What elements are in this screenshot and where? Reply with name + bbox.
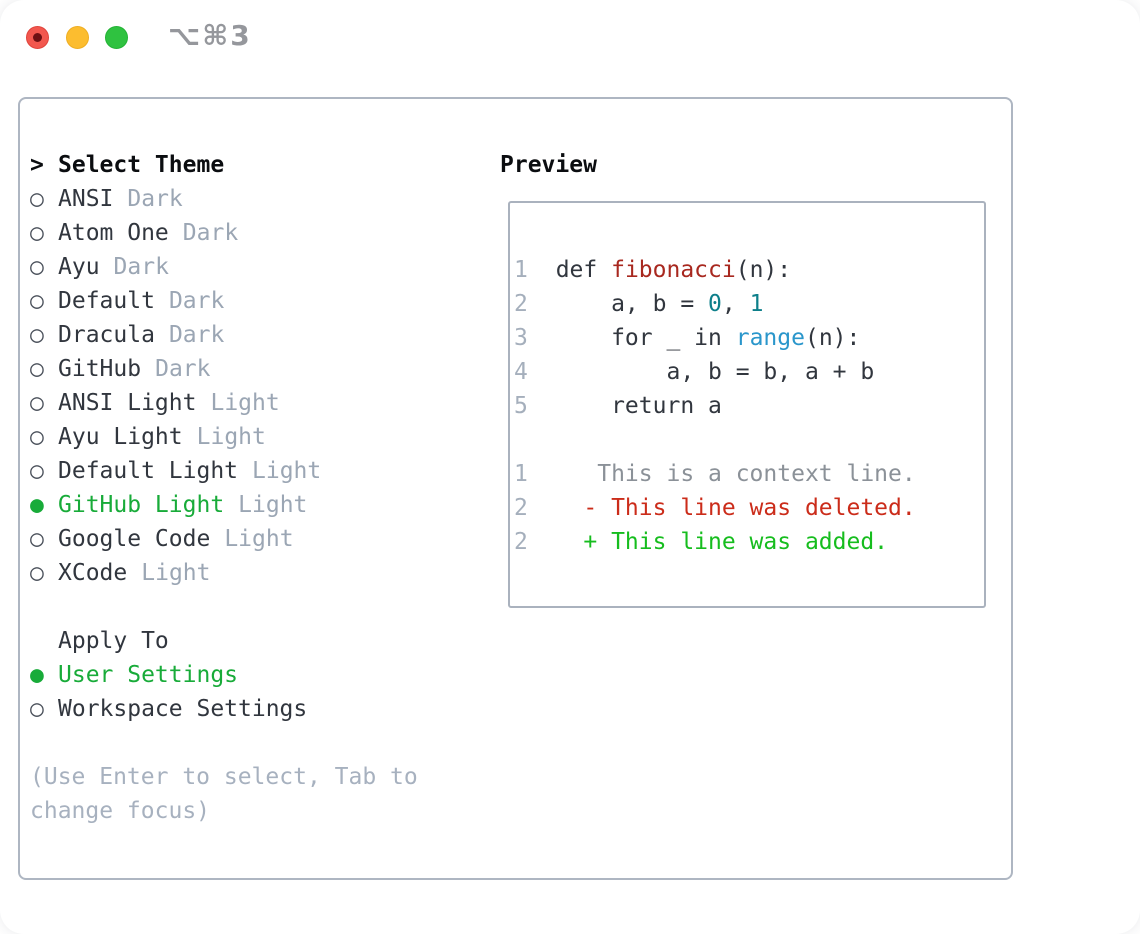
preview-pane: 1 def fibonacci(n): 2 a, b = 0, 1 3 for … xyxy=(508,201,986,608)
radio-icon: ○ xyxy=(30,220,44,246)
number-token: 1 xyxy=(749,291,764,317)
code-line-empty xyxy=(514,423,982,457)
hint-line-2: change focus) xyxy=(30,798,211,824)
close-button[interactable] xyxy=(26,26,49,49)
code-preview: 1 def fibonacci(n): 2 a, b = 0, 1 3 for … xyxy=(514,253,982,559)
builtin-call-token: range xyxy=(735,325,805,351)
code-line: 2 a, b = 0, 1 xyxy=(514,291,764,317)
radio-icon: ○ xyxy=(30,424,44,450)
code-line: 5 return a xyxy=(514,393,722,419)
diff-added-line: 2 + This line was added. xyxy=(514,529,889,555)
radio-icon: ○ xyxy=(30,526,44,552)
radio-icon: ○ xyxy=(30,322,44,348)
select-theme-title: Select Theme xyxy=(58,152,225,178)
close-dot-icon xyxy=(33,33,42,42)
window-title: ⌥⌘3 xyxy=(168,19,252,52)
code-line: 1 def fibonacci(n): xyxy=(514,257,792,283)
code-line: 4 a, b = b, a + b xyxy=(514,359,875,385)
radio-icon: ○ xyxy=(30,356,44,382)
apply-to-title: Apply To xyxy=(58,628,169,654)
radio-icon: ○ xyxy=(30,186,44,212)
diff-deleted-line: 2 - This line was deleted. xyxy=(514,495,916,521)
hint-line-1: (Use Enter to select, Tab to xyxy=(30,764,418,790)
diff-context-line: 1 This is a context line. xyxy=(514,461,916,487)
title-bar: ⌥⌘3 xyxy=(0,0,1140,75)
function-name-token: fibonacci xyxy=(611,257,736,283)
radio-selected-icon: ● xyxy=(30,492,44,518)
apply-to-header: Apply To xyxy=(30,624,490,658)
cursor-icon: > xyxy=(30,152,44,178)
radio-icon: ○ xyxy=(30,254,44,280)
radio-icon: ○ xyxy=(30,696,44,722)
radio-icon: ○ xyxy=(30,288,44,314)
minimize-button[interactable] xyxy=(66,26,89,49)
spacer xyxy=(30,726,490,760)
radio-icon: ○ xyxy=(30,390,44,416)
number-token: 0 xyxy=(708,291,722,317)
zoom-button[interactable] xyxy=(105,26,128,49)
radio-selected-icon: ● xyxy=(30,662,44,688)
preview-title: Preview xyxy=(500,152,597,178)
apply-option-user-settings[interactable]: ●User Settings xyxy=(30,658,490,692)
apply-option-workspace-settings[interactable]: ○Workspace Settings xyxy=(30,692,490,726)
radio-icon: ○ xyxy=(30,458,44,484)
radio-icon: ○ xyxy=(30,560,44,586)
select-theme-header: > Select Theme xyxy=(30,148,490,182)
spacer xyxy=(30,590,490,624)
code-line: 3 for _ in range(n): xyxy=(514,325,861,351)
